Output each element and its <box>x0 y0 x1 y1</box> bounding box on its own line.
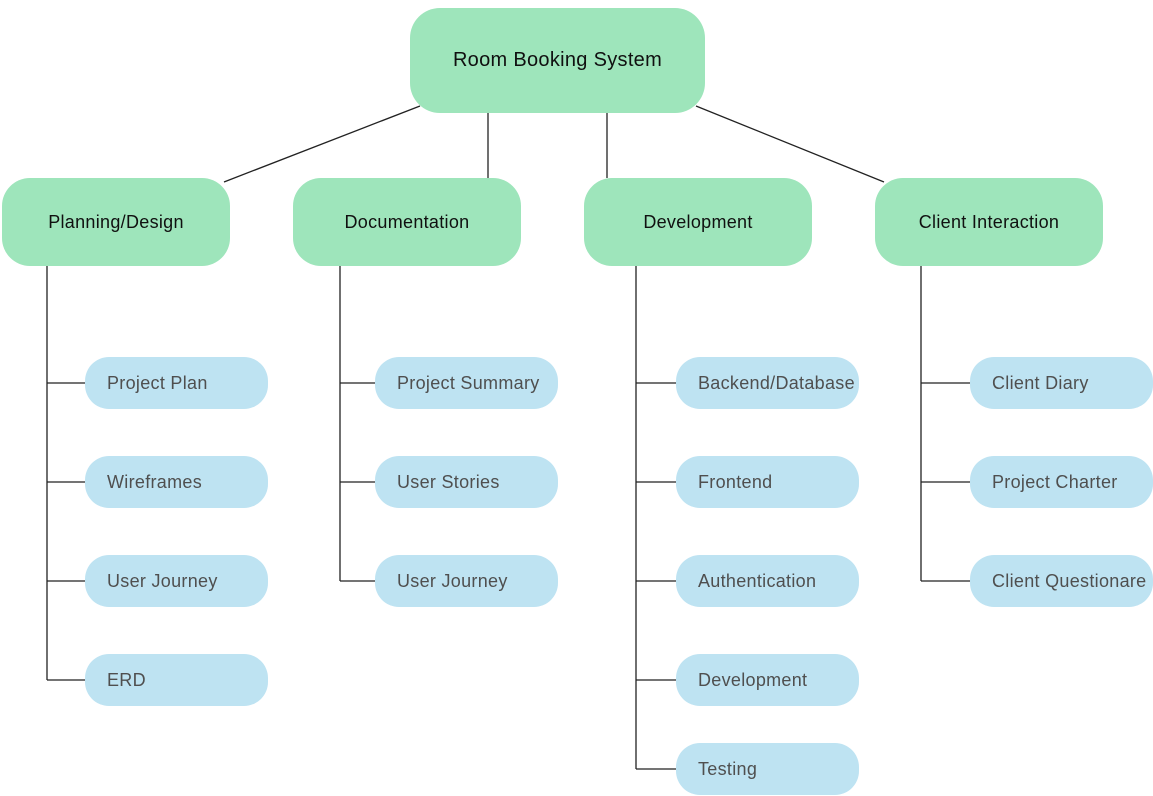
leaf-label: Authentication <box>698 570 817 591</box>
branch-development[interactable]: Development <box>584 178 812 266</box>
leaf-label: Project Plan <box>107 372 208 393</box>
leaf-label: Testing <box>698 758 758 779</box>
node-root-room-booking-system[interactable]: Room Booking System <box>410 8 705 113</box>
leaf-label: User Stories <box>397 471 500 492</box>
leaf-label: Project Summary <box>397 372 540 393</box>
leaf-client-diary[interactable]: Client Diary <box>970 357 1153 409</box>
edge-root-planning <box>223 105 421 183</box>
leaf-user-journey-planning[interactable]: User Journey <box>85 555 268 607</box>
leaf-label: Frontend <box>698 471 773 492</box>
branch-label: Development <box>643 211 753 232</box>
leaf-backend-database[interactable]: Backend/Database <box>676 357 859 409</box>
edges-planning-children <box>46 266 85 681</box>
branch-client-interaction[interactable]: Client Interaction <box>875 178 1103 266</box>
leaf-project-plan[interactable]: Project Plan <box>85 357 268 409</box>
leaf-project-summary[interactable]: Project Summary <box>375 357 558 409</box>
leaf-label: User Journey <box>107 570 218 591</box>
leaf-label: User Journey <box>397 570 508 591</box>
leaf-user-stories[interactable]: User Stories <box>375 456 558 508</box>
branch-documentation[interactable]: Documentation <box>293 178 521 266</box>
leaf-label: Backend/Database <box>698 372 855 393</box>
leaf-testing[interactable]: Testing <box>676 743 859 795</box>
edge-root-client-interaction <box>695 105 885 183</box>
leaf-label: ERD <box>107 669 146 690</box>
leaf-label: Client Diary <box>992 372 1089 393</box>
root-label: Room Booking System <box>452 49 663 71</box>
edges-documentation-children <box>339 266 375 582</box>
leaf-label: Project Charter <box>992 471 1118 492</box>
branch-label: Documentation <box>344 211 470 232</box>
leaf-authentication[interactable]: Authentication <box>676 555 859 607</box>
leaf-development[interactable]: Development <box>676 654 859 706</box>
branch-planning-design[interactable]: Planning/Design <box>2 178 230 266</box>
leaf-erd[interactable]: ERD <box>85 654 268 706</box>
edges-development-children <box>635 266 676 770</box>
leaf-label: Development <box>698 669 808 690</box>
leaf-wireframes[interactable]: Wireframes <box>85 456 268 508</box>
branch-label: Planning/Design <box>48 211 184 232</box>
branch-label: Client Interaction <box>918 211 1060 232</box>
edges-client-children <box>920 266 970 582</box>
leaf-user-journey-documentation[interactable]: User Journey <box>375 555 558 607</box>
leaf-label: Wireframes <box>107 471 203 492</box>
leaf-frontend[interactable]: Frontend <box>676 456 859 508</box>
leaf-client-questionare[interactable]: Client Questionare <box>970 555 1153 607</box>
leaf-label: Client Questionare <box>992 570 1147 591</box>
leaf-project-charter[interactable]: Project Charter <box>970 456 1153 508</box>
